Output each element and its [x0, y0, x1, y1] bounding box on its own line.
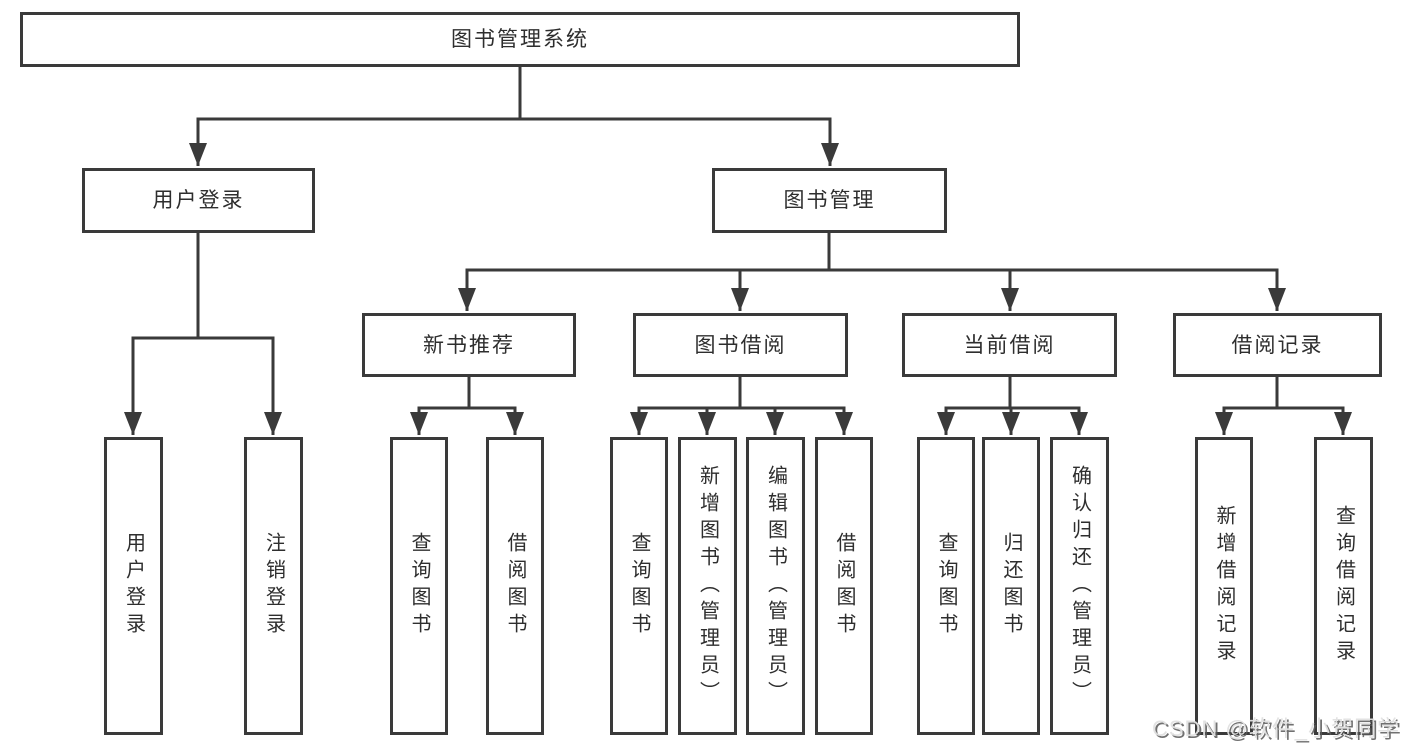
- leaf-cb-return-books: 归还图书: [982, 437, 1040, 735]
- leaf-cb-confirm-return-admin: 确认归还（管理员）: [1050, 437, 1109, 735]
- leaf-logout: 注销登录: [244, 437, 303, 735]
- leaf-rec-query-books: 查询图书: [390, 437, 448, 735]
- leaf-br-query-record: 查询借阅记录: [1314, 437, 1373, 735]
- node-book-management: 图书管理: [712, 168, 947, 233]
- csdn-watermark: CSDN @软件_小贺同学: [1151, 716, 1400, 741]
- node-system-root: 图书管理系统: [20, 12, 1020, 67]
- leaf-bb-add-books-admin: 新增图书（管理员）: [678, 437, 737, 735]
- leaf-cb-query-books: 查询图书: [917, 437, 975, 735]
- node-user-login: 用户登录: [82, 168, 315, 233]
- leaf-bb-edit-books-admin: 编辑图书（管理员）: [746, 437, 805, 735]
- leaf-bb-borrow-books: 借阅图书: [815, 437, 873, 735]
- node-new-book-recommend: 新书推荐: [362, 313, 576, 377]
- leaf-user-login: 用户登录: [104, 437, 163, 735]
- leaf-bb-query-books: 查询图书: [610, 437, 668, 735]
- leaf-br-add-record: 新增借阅记录: [1195, 437, 1253, 735]
- node-current-borrowing: 当前借阅: [902, 313, 1117, 377]
- leaf-rec-borrow-books: 借阅图书: [486, 437, 544, 735]
- node-book-borrowing: 图书借阅: [633, 313, 848, 377]
- node-borrowing-records: 借阅记录: [1173, 313, 1382, 377]
